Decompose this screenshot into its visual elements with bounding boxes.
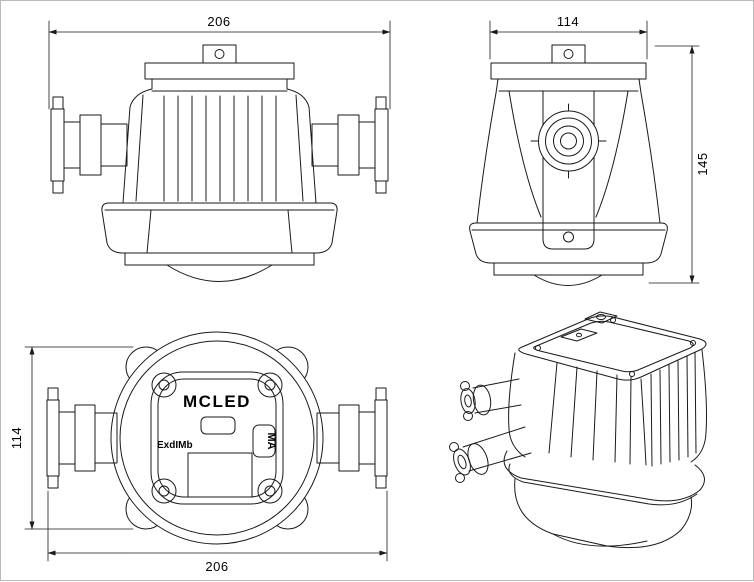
side-width-dimension: 114: [489, 14, 648, 60]
front-finned-body: [122, 78, 317, 204]
front-top-lug: [202, 44, 237, 64]
ma-logo-frame: [252, 424, 276, 458]
indicator-window: [200, 416, 236, 435]
side-base-bowl: [469, 222, 668, 286]
side-lens-dome: [533, 274, 603, 286]
iso-cable-gland-upper: [460, 378, 522, 421]
bottom-cable-gland-left: [46, 387, 118, 489]
bottom-cable-gland-right: [316, 387, 388, 489]
front-cable-gland-left: [50, 96, 128, 194]
bottom-outer-circle: [110, 331, 324, 545]
side-top-cap: [490, 62, 647, 92]
front-width-dimension: 206: [48, 14, 391, 110]
side-height-dimension: 145: [648, 45, 710, 284]
product-label: MCLED: [183, 392, 251, 411]
iso-top-lug: [584, 311, 618, 324]
bottom-cover-plate: MCLED ExdIMb MA: [150, 371, 284, 505]
dim-bottom-width: 206: [205, 559, 228, 574]
bottom-inner-circle: [119, 340, 315, 536]
side-mounting-strap: [542, 90, 595, 250]
side-view: 114 145: [469, 14, 710, 286]
front-view: 206: [48, 14, 391, 282]
ex-marking-label: ExdIMb: [157, 440, 193, 451]
iso-finned-body: [508, 349, 707, 467]
bottom-view: MCLED ExdIMb MA 114: [9, 331, 388, 574]
side-housing: [476, 78, 661, 250]
bottom-width-dimension: 206: [47, 490, 388, 574]
dim-front-width: 206: [207, 14, 230, 29]
dim-side-width: 114: [557, 14, 579, 29]
nameplate: [187, 452, 253, 498]
isometric-view: [449, 311, 707, 549]
iso-top-plate: [518, 311, 707, 381]
front-base-bowl: [101, 202, 338, 282]
iso-base-bowl: [503, 450, 705, 549]
ma-logo-text: MA: [265, 432, 277, 449]
bottom-height-dimension: 114: [9, 346, 134, 530]
dim-bottom-height: 114: [9, 427, 24, 449]
side-top-lug: [551, 44, 586, 64]
iso-cable-gland-lower: [449, 426, 532, 483]
front-lens-dome: [166, 264, 273, 282]
front-cable-gland-right: [311, 96, 389, 194]
dim-side-height: 145: [695, 152, 710, 175]
bottom-cover-screws: [151, 372, 283, 504]
front-top-cap: [144, 62, 295, 92]
